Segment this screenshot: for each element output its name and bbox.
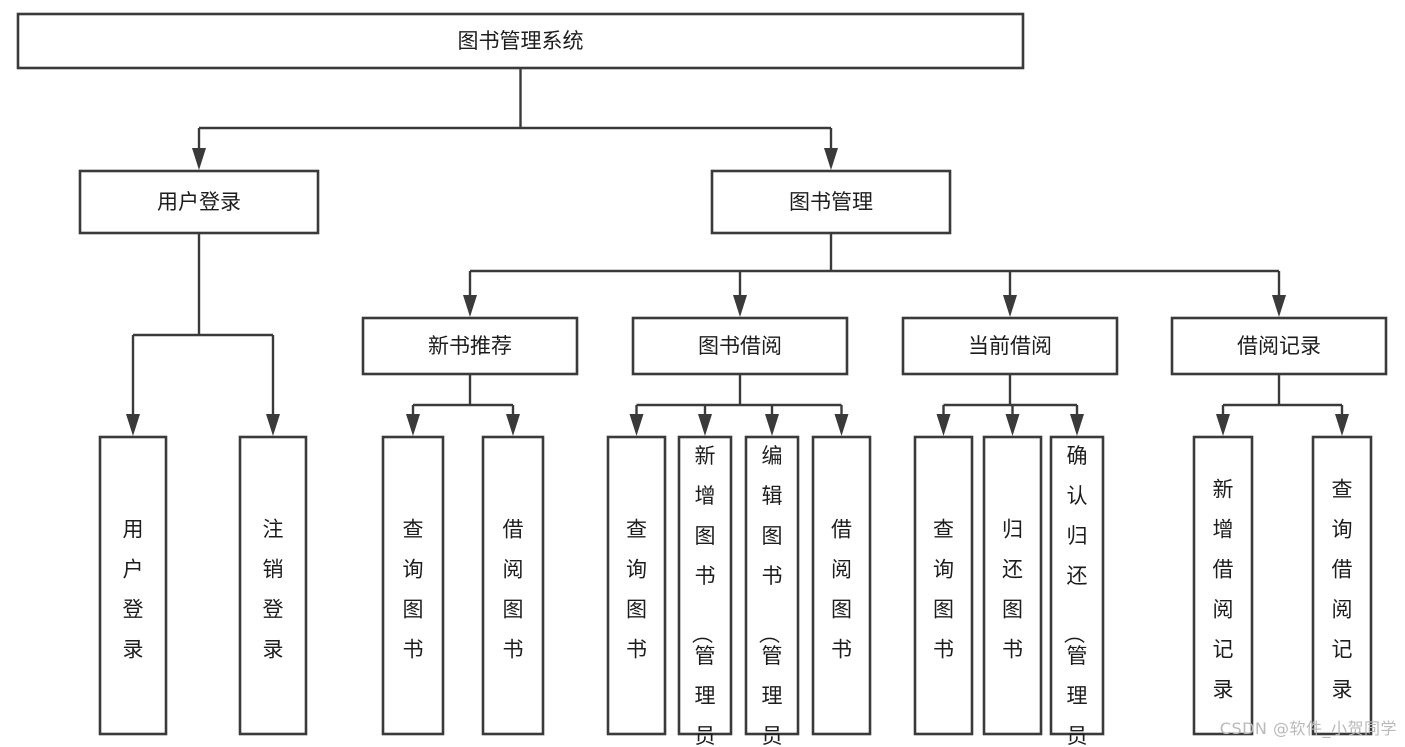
root-node-1[interactable]: 图书管理系统 (16, 12, 1025, 70)
level2-node-box[interactable] (1170, 316, 1388, 376)
edge-arrowhead-icon (1070, 414, 1084, 436)
edge-arrowhead-icon (834, 414, 849, 436)
level2-node-label: 图书借阅 (698, 334, 782, 358)
leaf-node-label: 借阅图书 (503, 518, 524, 662)
level2-node-label: 当前借阅 (968, 334, 1052, 358)
leaf-node-box[interactable] (481, 435, 545, 736)
leaf-node-label: 查询图书 (933, 518, 954, 662)
level2-node-4[interactable]: 借阅记录 (1170, 316, 1388, 376)
leaf-node-label: 用户登录 (123, 518, 144, 662)
edge-arrowhead-icon (1335, 414, 1349, 436)
level2-node-1[interactable]: 新书推荐 (361, 316, 579, 376)
leaf-node-1[interactable]: 用户登录 (98, 435, 168, 736)
leaf-node-2[interactable]: 注销登录 (238, 435, 308, 736)
leaf-node-box[interactable] (1311, 435, 1373, 736)
level2-node-label: 新书推荐 (428, 334, 512, 358)
root-node-box[interactable] (16, 12, 1025, 70)
leaf-node-label: 查询图书 (626, 518, 647, 662)
edge-arrowhead-icon (463, 295, 477, 317)
edge-arrowhead-icon (1003, 295, 1017, 317)
connector-layer (126, 68, 1349, 436)
edge-arrowhead-icon (506, 414, 520, 436)
leaf-node-label: 新增图书（管理员） (690, 444, 716, 747)
leaf-node-13[interactable]: 查询借阅记录 (1311, 435, 1373, 736)
level1-node-label: 图书管理 (789, 190, 873, 214)
leaf-node-3[interactable]: 查询图书 (381, 435, 445, 736)
leaf-node-label: 编辑图书（管理员） (757, 444, 783, 747)
level1-node-label: 用户登录 (157, 190, 241, 214)
edge-arrowhead-icon (629, 414, 644, 436)
edge-arrowhead-icon (1216, 414, 1230, 436)
edge-arrowhead-icon (698, 414, 712, 436)
level1-node-box[interactable] (78, 169, 320, 235)
leaf-node-9[interactable]: 查询图书 (913, 435, 974, 736)
leaf-node-box[interactable] (811, 435, 872, 736)
level2-node-box[interactable] (901, 316, 1119, 376)
edge-arrowhead-icon (1272, 295, 1286, 317)
leaf-node-box[interactable] (677, 435, 733, 736)
leaf-node-box[interactable] (982, 435, 1043, 736)
leaf-node-box[interactable] (913, 435, 974, 736)
leaf-node-6[interactable]: 新增图书（管理员） (677, 435, 733, 747)
leaf-node-box[interactable] (1192, 435, 1254, 736)
leaf-node-label: 确认归还（管理员） (1062, 444, 1088, 747)
node-layer: 图书管理系统用户登录图书管理新书推荐图书借阅当前借阅借阅记录用户登录注销登录查询… (16, 12, 1388, 747)
leaf-node-label: 新增借阅记录 (1213, 478, 1234, 702)
csdn-watermark: CSDN @软件_小贺同学 (1219, 719, 1397, 738)
edge-arrowhead-icon (266, 414, 280, 436)
leaf-node-11[interactable]: 确认归还（管理员） (1049, 435, 1105, 747)
leaf-node-box[interactable] (744, 435, 800, 736)
leaf-node-label: 注销登录 (263, 518, 284, 662)
level2-node-box[interactable] (361, 316, 579, 376)
leaf-node-box[interactable] (606, 435, 667, 736)
edge-arrowhead-icon (765, 414, 779, 436)
level1-node-2[interactable]: 图书管理 (710, 169, 952, 235)
leaf-node-4[interactable]: 借阅图书 (481, 435, 545, 736)
edge-arrowhead-icon (1005, 414, 1020, 436)
edge-arrowhead-icon (824, 148, 838, 170)
level2-node-3[interactable]: 当前借阅 (901, 316, 1119, 376)
leaf-node-box[interactable] (1049, 435, 1105, 736)
leaf-node-8[interactable]: 借阅图书 (811, 435, 872, 736)
level1-node-1[interactable]: 用户登录 (78, 169, 320, 235)
root-node-label: 图书管理系统 (458, 29, 584, 53)
leaf-node-label: 归还图书 (1002, 518, 1023, 662)
level2-node-box[interactable] (631, 316, 849, 376)
leaf-node-label: 借阅图书 (831, 518, 852, 662)
edge-arrowhead-icon (733, 295, 747, 317)
level2-node-label: 借阅记录 (1237, 334, 1321, 358)
leaf-node-7[interactable]: 编辑图书（管理员） (744, 435, 800, 747)
edge-arrowhead-icon (192, 148, 206, 170)
level2-node-2[interactable]: 图书借阅 (631, 316, 849, 376)
leaf-node-label: 查询图书 (403, 518, 424, 662)
edge-arrowhead-icon (936, 414, 951, 436)
leaf-node-box[interactable] (381, 435, 445, 736)
leaf-node-12[interactable]: 新增借阅记录 (1192, 435, 1254, 736)
leaf-node-box[interactable] (98, 435, 168, 736)
leaf-node-box[interactable] (238, 435, 308, 736)
level1-node-box[interactable] (710, 169, 952, 235)
leaf-node-5[interactable]: 查询图书 (606, 435, 667, 736)
leaf-node-10[interactable]: 归还图书 (982, 435, 1043, 736)
edge-arrowhead-icon (406, 414, 420, 436)
leaf-node-label: 查询借阅记录 (1332, 478, 1353, 702)
edge-arrowhead-icon (126, 414, 140, 436)
